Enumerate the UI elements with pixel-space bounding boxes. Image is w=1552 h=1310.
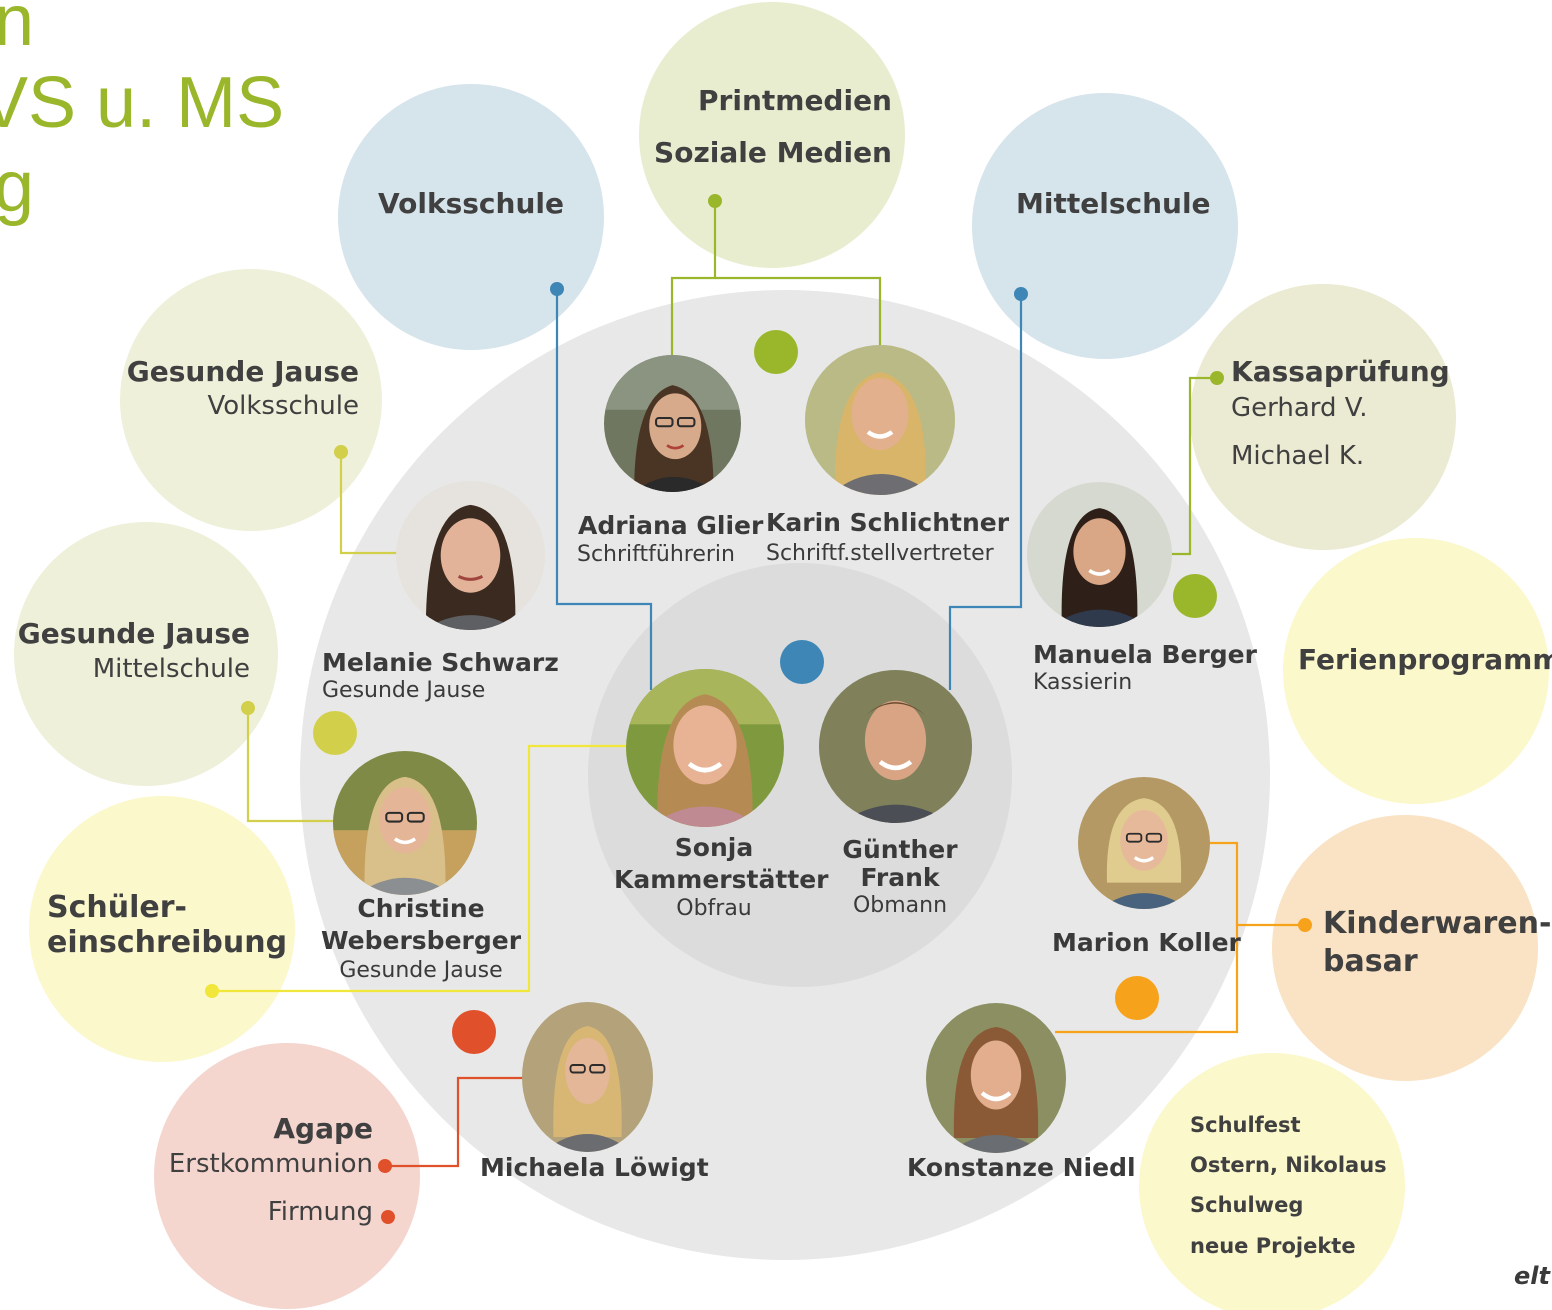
label-event-4: neue Projekte bbox=[1190, 1234, 1356, 1258]
label-event-2: Ostern, Nikolaus bbox=[1190, 1153, 1387, 1177]
label-schueler-2: einschreibung bbox=[47, 925, 288, 960]
label-kinderwaren-2: basar bbox=[1323, 944, 1418, 979]
bubble-agape bbox=[154, 1043, 420, 1309]
label-gesunde-jause-ms-sub: Mittelschule bbox=[92, 654, 250, 684]
name-manuela: Manuela Berger bbox=[1033, 640, 1257, 669]
line-volksschule bbox=[555, 289, 653, 690]
dot-medien bbox=[708, 194, 722, 208]
name-adriana: Adriana Glier bbox=[578, 511, 764, 540]
dot-volksschule bbox=[550, 282, 564, 296]
avatar-adriana bbox=[604, 355, 741, 492]
line-medien bbox=[670, 201, 717, 355]
avatar-sonja bbox=[626, 669, 784, 827]
dot-schueler bbox=[205, 984, 219, 998]
name-guenther-1: Günther bbox=[842, 835, 958, 864]
dot-erstkommunion bbox=[378, 1159, 392, 1173]
dot-mittelschule bbox=[1014, 287, 1028, 301]
line-kassa bbox=[1172, 376, 1217, 556]
avatar-michaela bbox=[522, 1002, 653, 1152]
label-kassa-person-2: Michael K. bbox=[1231, 441, 1365, 471]
dot-kassa bbox=[1210, 371, 1224, 385]
bubble-kinderwaren bbox=[1272, 815, 1538, 1081]
role-karin: Schriftf.stellvertreter bbox=[766, 541, 994, 566]
role-manuela: Kassierin bbox=[1033, 670, 1133, 695]
label-agape: Agape bbox=[273, 1112, 373, 1145]
line-kinderwaren-b bbox=[1055, 925, 1239, 1034]
line-jause-vs bbox=[339, 452, 400, 555]
name-sonja-2: Kammerstätter bbox=[614, 865, 829, 894]
dot-firmung bbox=[381, 1210, 395, 1224]
role-adriana: Schriftführerin bbox=[577, 542, 735, 567]
title-line-3: g bbox=[0, 147, 35, 227]
role-christine: Gesunde Jause bbox=[339, 958, 503, 983]
bubble-schueler bbox=[29, 796, 295, 1062]
name-konstanze: Konstanze Niedl bbox=[907, 1153, 1136, 1182]
label-gesunde-jause-vs: Gesunde Jause bbox=[126, 355, 359, 388]
label-event-3: Schulweg bbox=[1190, 1193, 1304, 1217]
marker-green-top bbox=[754, 330, 798, 374]
label-schueler-1: Schüler- bbox=[47, 890, 187, 925]
name-christine-1: Christine bbox=[357, 894, 485, 923]
avatar-christine bbox=[333, 751, 477, 895]
avatar-manuela bbox=[1027, 482, 1172, 627]
line-jause-ms bbox=[246, 708, 335, 823]
name-michaela: Michaela Löwigt bbox=[480, 1153, 709, 1182]
name-karin: Karin Schlichtner bbox=[766, 508, 1010, 537]
name-marion: Marion Koller bbox=[1052, 928, 1241, 957]
name-guenther-2: Frank bbox=[860, 863, 940, 892]
label-gesunde-jause-vs-sub: Volksschule bbox=[207, 391, 359, 421]
label-mittelschule: Mittelschule bbox=[1016, 187, 1211, 220]
marker-olive-left bbox=[313, 711, 357, 755]
bubble-gesunde-jause-vs bbox=[120, 269, 382, 531]
role-melanie: Gesunde Jause bbox=[322, 678, 486, 703]
label-ferienprogramm: Ferienprogramm bbox=[1298, 643, 1552, 676]
avatar-karin bbox=[805, 345, 955, 495]
title-line-1: n bbox=[0, 0, 35, 61]
marker-green-right bbox=[1173, 574, 1217, 618]
title-line-2: VS u. MS bbox=[0, 63, 285, 143]
label-soziale-medien: Soziale Medien bbox=[654, 136, 892, 169]
bubble-kassapruefung bbox=[1190, 284, 1456, 550]
name-christine-2: Webersberger bbox=[320, 926, 522, 955]
name-sonja-1: Sonja bbox=[674, 833, 754, 862]
avatar-konstanze bbox=[926, 1003, 1066, 1153]
dot-jause-ms bbox=[241, 701, 255, 715]
label-erstkommunion: Erstkommunion bbox=[168, 1149, 373, 1179]
avatar-marion bbox=[1078, 777, 1210, 909]
line-kinderwaren bbox=[1210, 841, 1305, 927]
label-event-1: Schulfest bbox=[1190, 1113, 1301, 1137]
marker-red bbox=[452, 1010, 496, 1054]
name-melanie: Melanie Schwarz bbox=[322, 648, 559, 677]
line-mittelschule bbox=[948, 294, 1023, 690]
bubble-medien bbox=[639, 2, 905, 268]
label-printmedien: Printmedien bbox=[698, 84, 892, 117]
line-schueler bbox=[212, 744, 628, 993]
dot-jause-vs bbox=[334, 445, 348, 459]
dot-kinderwaren bbox=[1298, 918, 1312, 932]
label-firmung: Firmung bbox=[267, 1197, 373, 1227]
bubble-mittelschule bbox=[972, 93, 1238, 359]
bubble-ferienprogramm bbox=[1283, 538, 1549, 804]
bubble-gesunde-jause-ms bbox=[14, 522, 278, 786]
label-gesunde-jause-ms: Gesunde Jause bbox=[17, 617, 250, 650]
label-volksschule: Volksschule bbox=[378, 187, 564, 220]
label-kassapruefung: Kassaprüfung bbox=[1231, 355, 1450, 388]
footer-partial-text: elt bbox=[1514, 1262, 1550, 1290]
role-sonja: Obfrau bbox=[676, 896, 752, 921]
bubble-events bbox=[1139, 1053, 1405, 1310]
avatar-melanie bbox=[396, 481, 545, 630]
line-agape bbox=[385, 1076, 525, 1168]
label-kinderwaren-1: Kinderwaren- bbox=[1323, 906, 1552, 941]
avatar-guenther bbox=[819, 670, 972, 823]
label-kassa-person-1: Gerhard V. bbox=[1231, 393, 1368, 423]
marker-blue-center bbox=[780, 640, 824, 684]
role-guenther: Obmann bbox=[852, 893, 948, 918]
marker-orange bbox=[1115, 976, 1159, 1020]
line-medien-b bbox=[715, 276, 882, 345]
bubble-volksschule bbox=[338, 84, 604, 350]
